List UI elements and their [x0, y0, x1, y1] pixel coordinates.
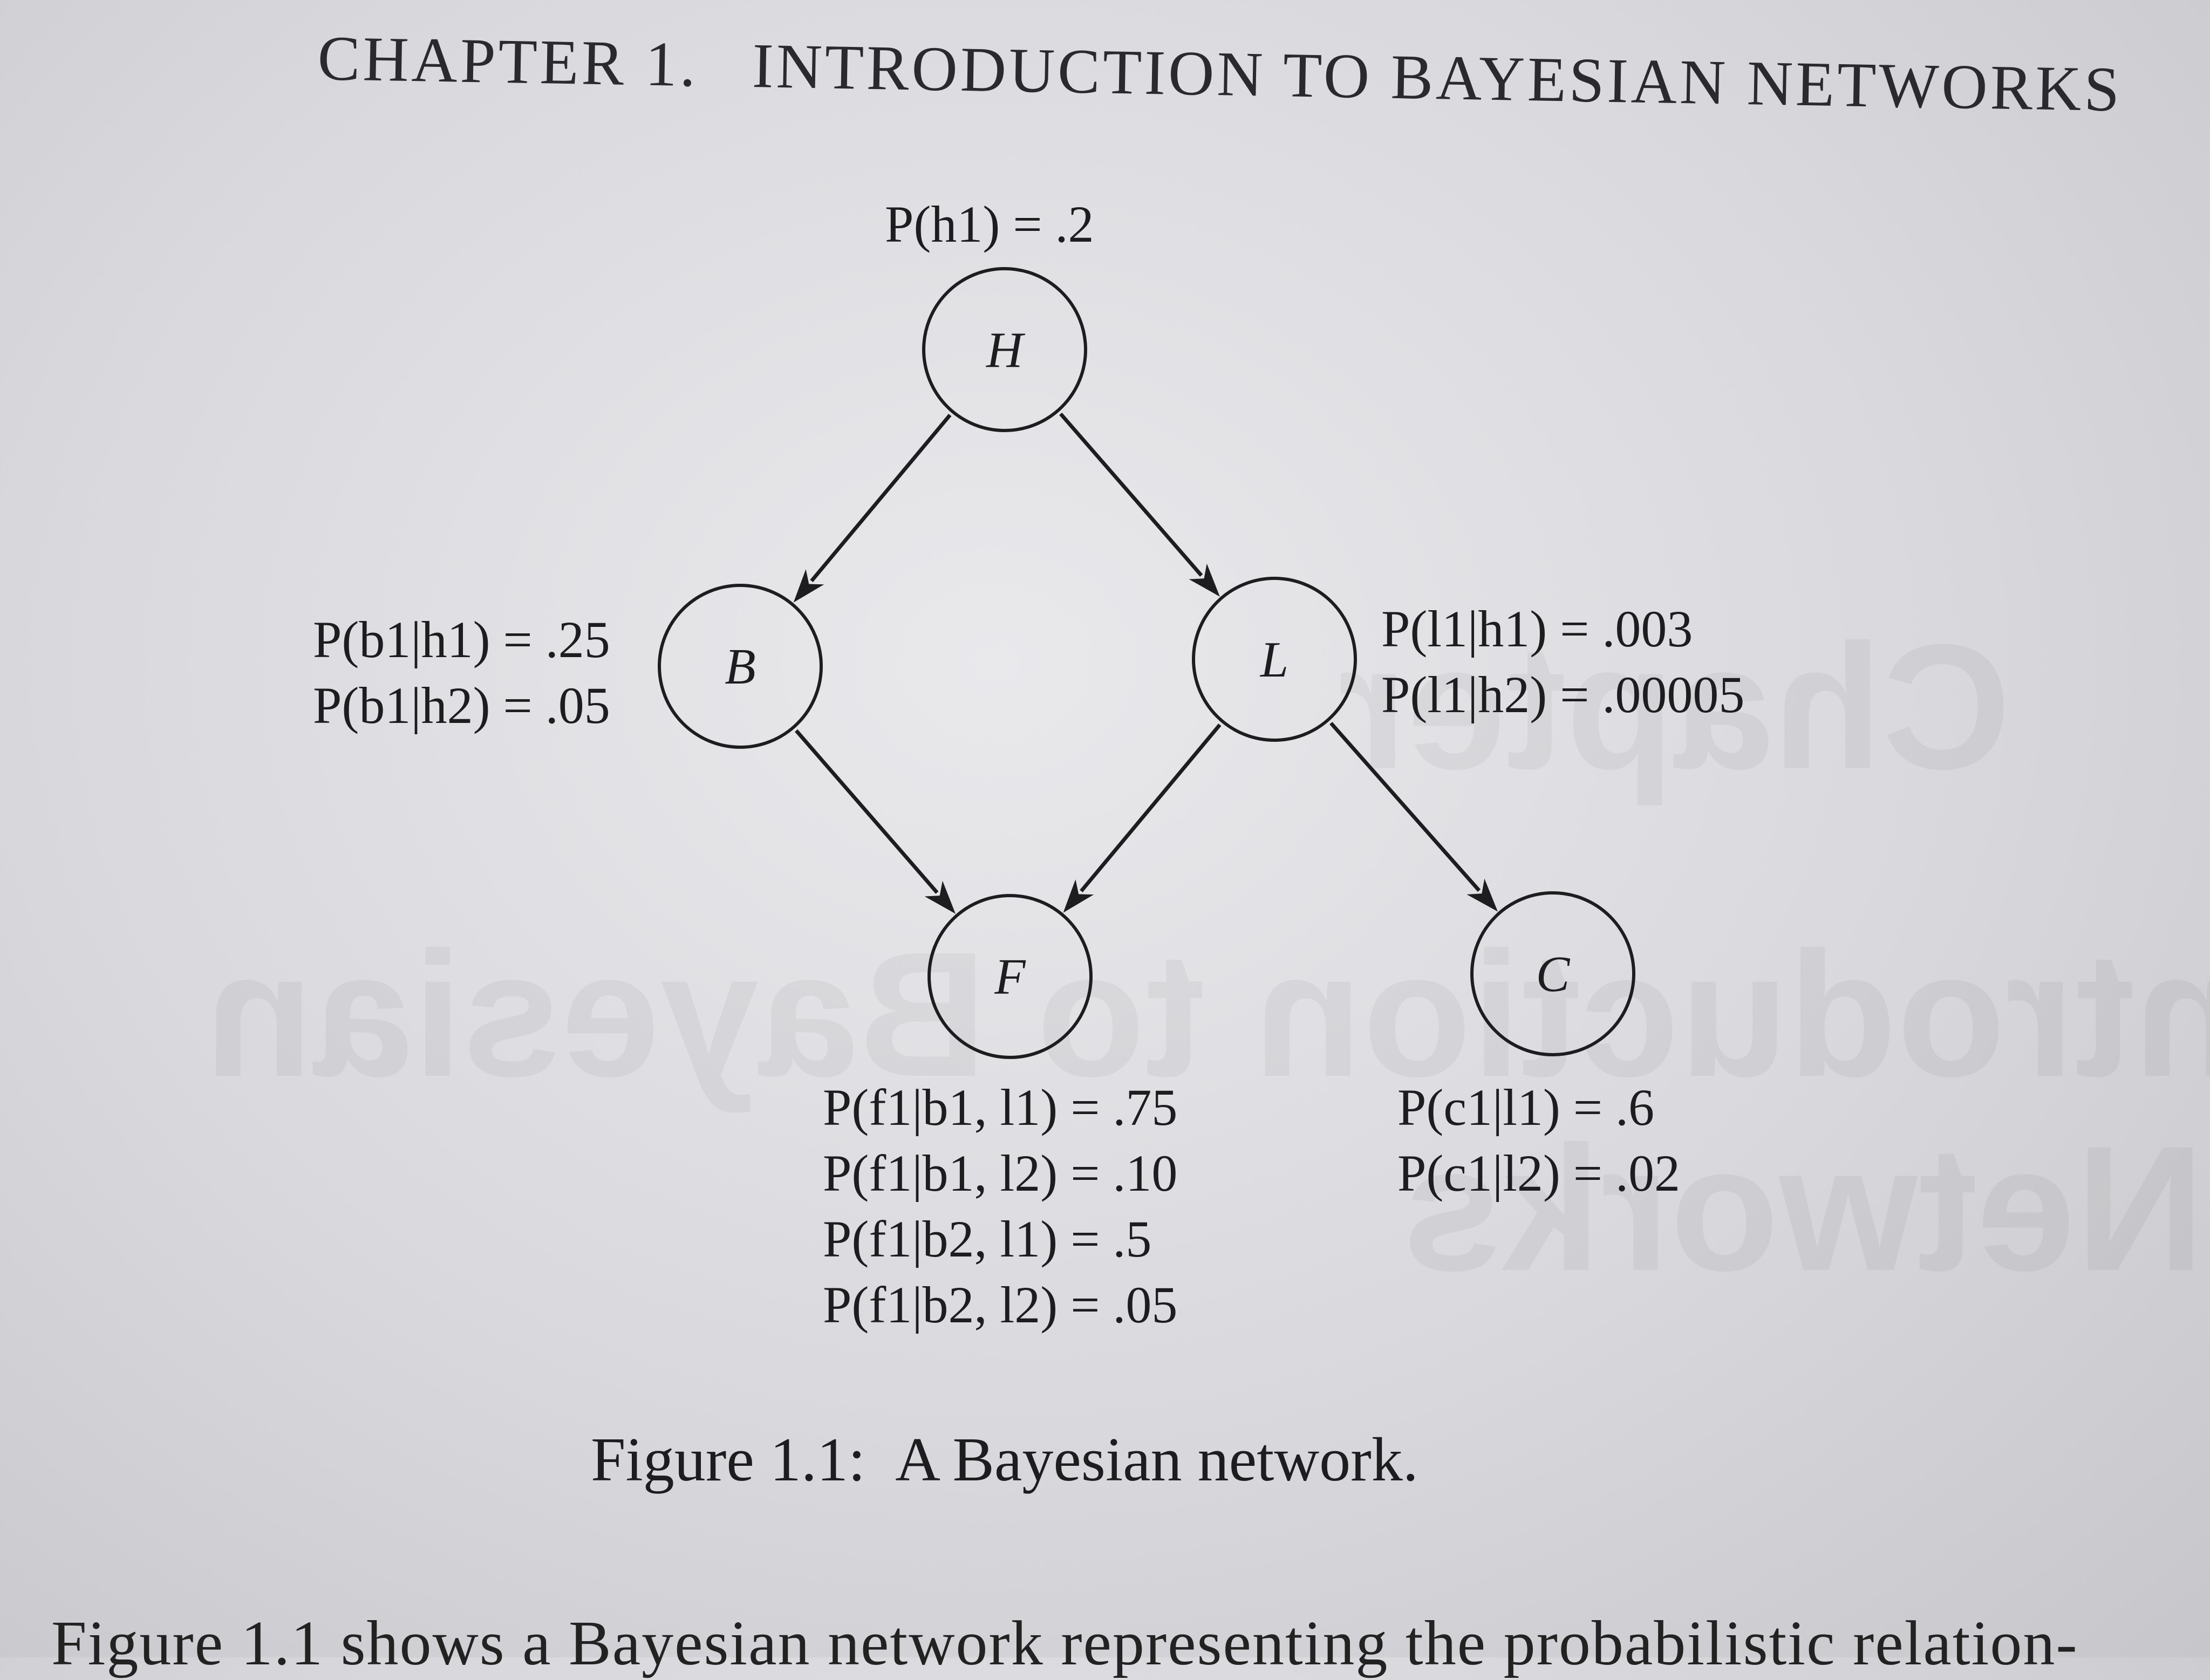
prob-l-1: P(l1|h1) = .003 — [1381, 600, 1693, 658]
figure-caption: Figure 1.1: A Bayesian network. — [591, 1424, 1418, 1496]
edge-l-to-f — [1080, 723, 1222, 892]
figure-caption-text: A Bayesian network. — [895, 1425, 1418, 1494]
prob-b-2: P(b1|h2) = .05 — [313, 677, 610, 734]
node-l: L — [1192, 577, 1357, 742]
prob-b-1: P(b1|h1) = .25 — [313, 611, 610, 668]
node-label-c: C — [1536, 946, 1571, 1002]
edge-l-to-c — [1329, 721, 1481, 892]
figure-number: Figure 1.1: — [591, 1425, 866, 1494]
prob-f-2: P(f1|b1, l2) = .10 — [823, 1144, 1178, 1202]
node-f: F — [927, 894, 1093, 1059]
arrowhead-l-to-c — [1466, 878, 1498, 912]
edge-b-to-f — [795, 729, 939, 894]
node-h: H — [922, 267, 1087, 432]
node-label-f: F — [994, 949, 1026, 1005]
node-label-b: B — [725, 639, 755, 695]
prob-l-2: P(l1|h2) = .00005 — [1381, 666, 1745, 723]
prob-table-c: P(c1|l1) = .6 P(c1|l2) = .02 — [1397, 1075, 1680, 1206]
node-label-l: L — [1259, 632, 1288, 688]
prob-table-b: P(b1|h1) = .25 P(b1|h2) = .05 — [313, 607, 610, 739]
node-c: C — [1470, 891, 1635, 1056]
arrowhead-h-to-b — [793, 569, 824, 603]
arrowhead-b-to-f — [924, 880, 956, 914]
prob-table-h: P(h1) = .2 — [885, 192, 1094, 257]
edge-h-to-l — [1059, 412, 1203, 577]
node-circle-l — [1192, 577, 1357, 742]
prob-h-1: P(h1) = .2 — [885, 195, 1094, 253]
prob-c-2: P(c1|l2) = .02 — [1397, 1144, 1680, 1202]
node-circle-f — [927, 894, 1093, 1059]
prob-f-4: P(f1|b2, l2) = .05 — [823, 1276, 1178, 1334]
arrowhead-h-to-l — [1189, 563, 1220, 597]
node-circle-h — [922, 267, 1087, 432]
edge-h-to-b — [810, 414, 952, 583]
node-label-h: H — [985, 322, 1026, 378]
prob-c-1: P(c1|l1) = .6 — [1397, 1078, 1654, 1136]
node-b: B — [658, 584, 823, 749]
prob-table-f: P(f1|b1, l1) = .75 P(f1|b1, l2) = .10 P(… — [823, 1075, 1177, 1338]
prob-table-l: P(l1|h1) = .003 P(l1|h2) = .00005 — [1381, 596, 1744, 728]
body-text-line: Figure 1.1 shows a Bayesian network repr… — [51, 1608, 2078, 1678]
prob-f-3: P(f1|b2, l1) = .5 — [823, 1210, 1152, 1268]
arrowhead-l-to-f — [1063, 879, 1094, 913]
prob-f-1: P(f1|b1, l1) = .75 — [823, 1078, 1178, 1136]
node-circle-b — [658, 584, 823, 749]
node-circle-c — [1470, 891, 1635, 1056]
